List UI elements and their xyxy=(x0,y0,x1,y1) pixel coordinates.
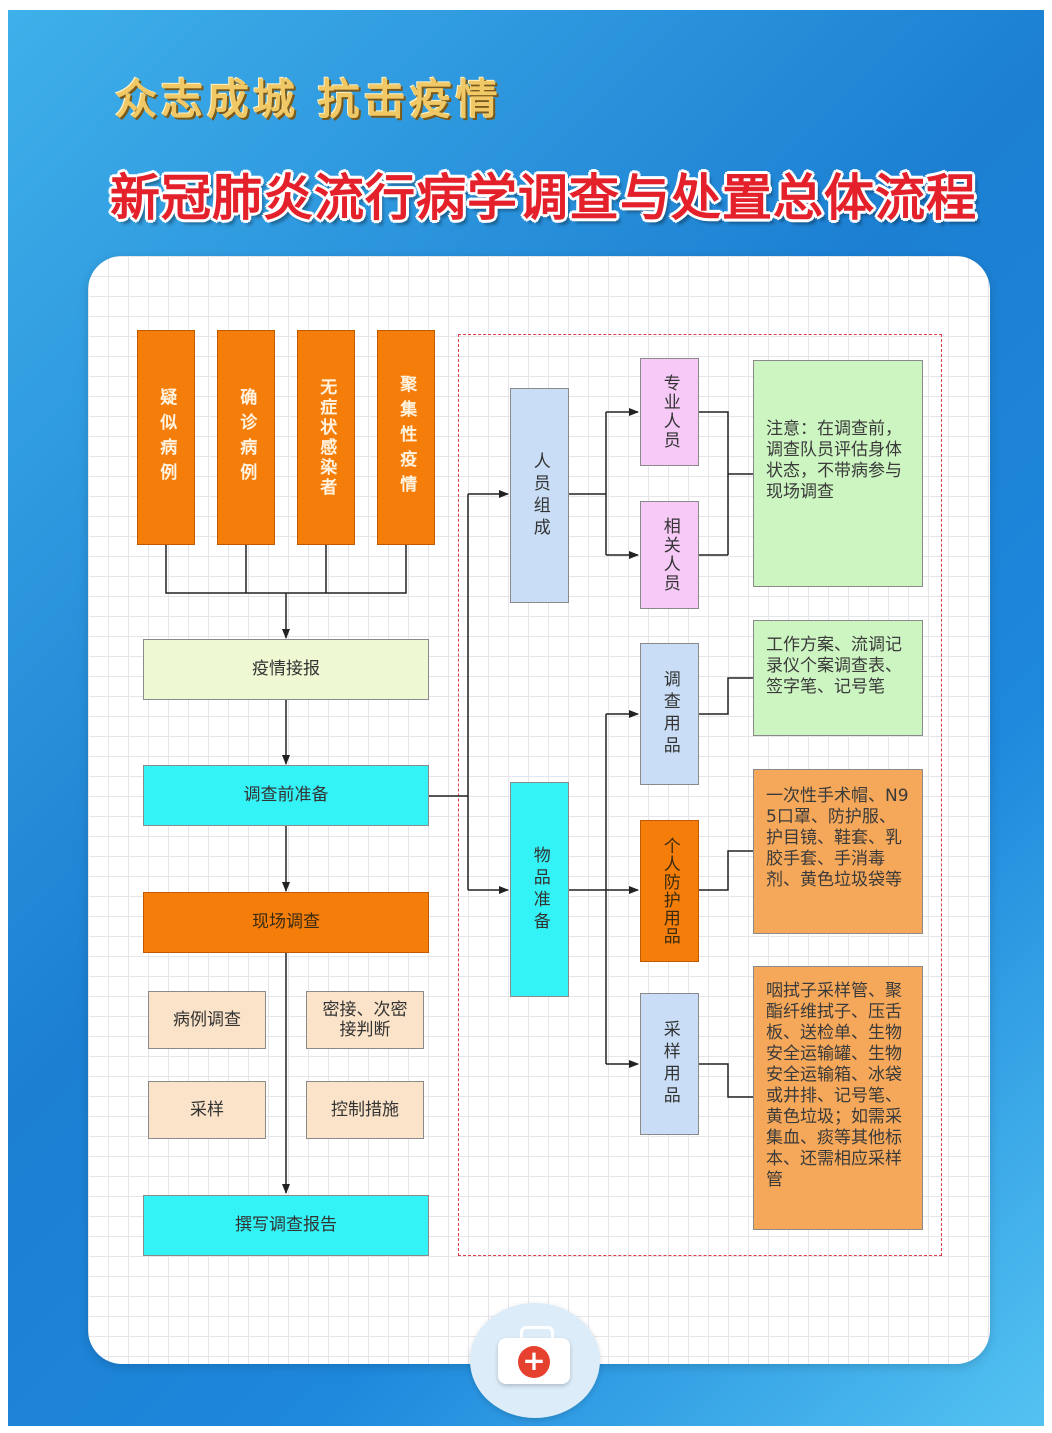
connector-materials-items xyxy=(569,714,607,1064)
ppe-detail: 一次性手术帽、N95口罩、防护服、护目镜、鞋套、乳胶手套、手消毒剂、黄色垃圾袋等 xyxy=(753,769,923,934)
connector-prep-branch xyxy=(429,494,469,890)
slogan: 众志成城 抗击疫情 xyxy=(115,75,502,124)
task-case-investigation: 病例调查 xyxy=(148,991,266,1049)
preparation-detail-region xyxy=(458,334,942,1256)
first-aid-kit-handle xyxy=(520,1326,554,1341)
personnel-label: 人员组成 xyxy=(529,451,550,540)
source-label: 无症状感染者 xyxy=(316,377,337,498)
item-label: 调查用品 xyxy=(659,670,680,758)
medical-cross-icon: + xyxy=(518,1346,550,1378)
connector-survey-detail xyxy=(699,677,753,715)
member-professional: 专业人员 xyxy=(640,358,699,466)
item-label: 个人防护用品 xyxy=(659,837,680,945)
connector-ppe-detail xyxy=(699,850,753,891)
page-title: 新冠肺炎流行病学调查与处置总体流程 xyxy=(110,169,977,227)
step-prep: 调查前准备 xyxy=(143,765,429,826)
source-label: 聚集性疫情 xyxy=(396,375,417,500)
item-survey-supplies: 调查用品 xyxy=(640,643,699,785)
item-label: 采样用品 xyxy=(659,1020,680,1108)
source-cluster-outbreak: 聚集性疫情 xyxy=(377,330,435,545)
task-sampling: 采样 xyxy=(148,1081,266,1139)
member-related: 相关人员 xyxy=(640,501,699,609)
task-control-measures: 控制措施 xyxy=(306,1081,424,1139)
source-label: 疑似病例 xyxy=(156,387,177,488)
materials-preparation: 物品准备 xyxy=(510,782,569,997)
step-write-report: 撰写调查报告 xyxy=(143,1195,429,1256)
connector-sources-merge xyxy=(165,545,407,594)
member-label: 相关人员 xyxy=(659,517,680,593)
source-confirmed-case: 确诊病例 xyxy=(217,330,275,545)
step-field-investigation: 现场调查 xyxy=(143,892,429,953)
connector-sampling-detail xyxy=(699,1063,753,1098)
connector-personnel-members xyxy=(569,412,607,555)
sampling-supplies-detail: 咽拭子采样管、聚酯纤维拭子、压舌板、送检单、生物安全运输罐、生物安全运输箱、冰袋… xyxy=(753,966,923,1230)
source-asymptomatic: 无症状感染者 xyxy=(297,330,355,545)
member-label: 专业人员 xyxy=(659,374,680,450)
source-label: 确诊病例 xyxy=(236,387,257,488)
personnel-composition: 人员组成 xyxy=(510,388,569,603)
personnel-health-note: 注意：在调查前，调查队员评估身体状态，不带病参与现场调查 xyxy=(753,360,923,587)
item-ppe: 个人防护用品 xyxy=(640,820,699,962)
connector-members-note xyxy=(699,411,753,556)
source-suspected-case: 疑似病例 xyxy=(137,330,195,545)
step-report: 疫情接报 xyxy=(143,639,429,700)
item-sampling-supplies: 采样用品 xyxy=(640,993,699,1135)
materials-label: 物品准备 xyxy=(529,845,550,934)
task-contact-judgement: 密接、次密接判断 xyxy=(306,991,424,1049)
survey-supplies-detail: 工作方案、流调记录仪个案调查表、签字笔、记号笔 xyxy=(753,620,923,736)
